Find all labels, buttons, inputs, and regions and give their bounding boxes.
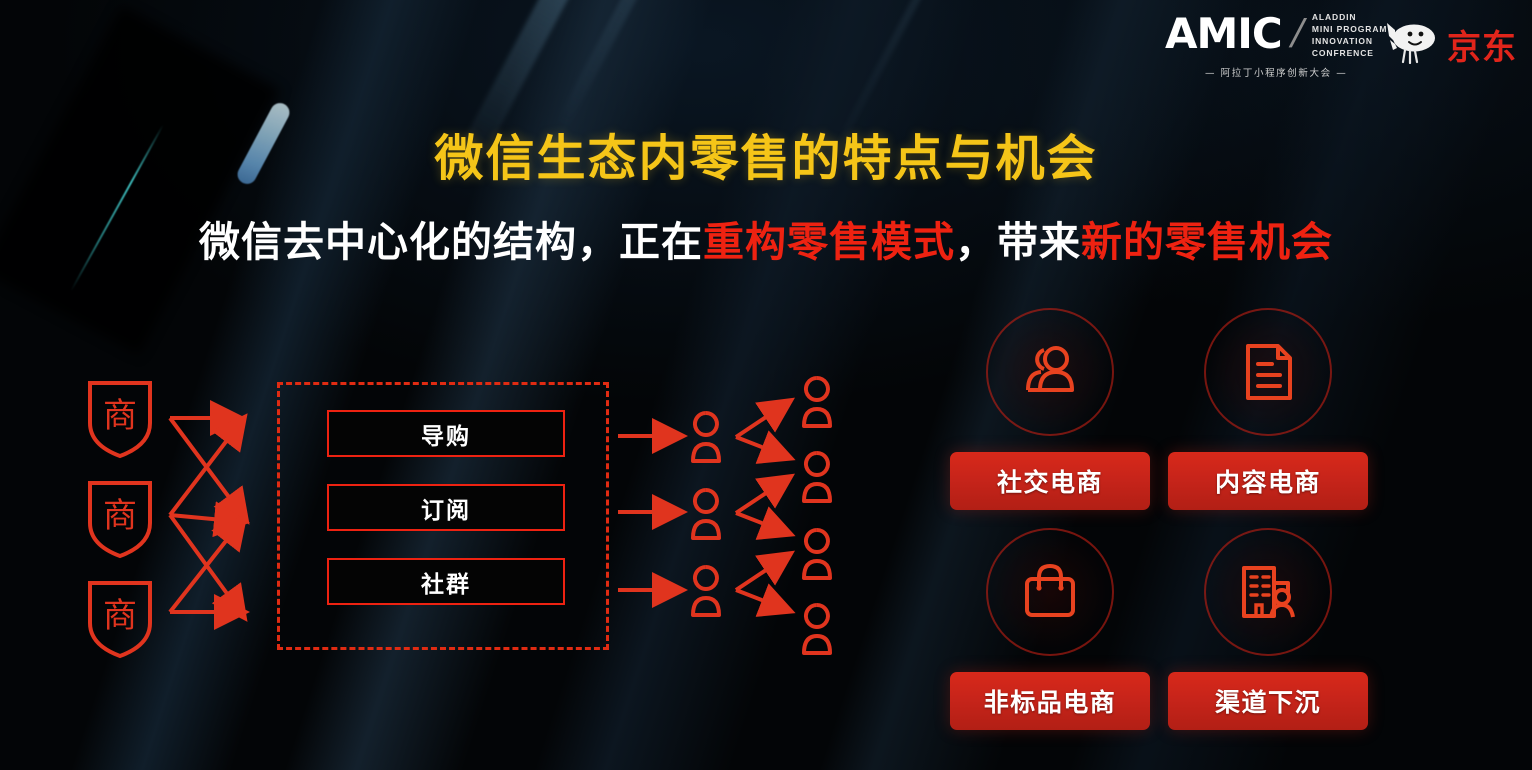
page-subtitle: 微信去中心化的结构，正在重构零售模式，带来新的零售机会 (0, 208, 1532, 268)
card-button-nonstandard[interactable]: 非标品电商 (950, 672, 1150, 730)
channel-label: 社群 (421, 571, 471, 598)
jd-wordmark: 京东 (1447, 28, 1517, 68)
person-icon (683, 408, 729, 466)
svg-text:商: 商 (103, 596, 137, 636)
opportunity-card-content[interactable]: 内容电商 (1168, 308, 1368, 510)
amic-line-4: CONFRENCE (1311, 48, 1374, 59)
channel-box-daogou[interactable]: 导购 (327, 410, 565, 457)
svg-text:商: 商 (103, 496, 137, 536)
card-label: 非标品电商 (983, 688, 1117, 717)
card-button-content[interactable]: 内容电商 (1168, 452, 1368, 510)
wechat-channel-group: 导购 订阅 社群 (277, 382, 609, 650)
amic-subtitle-lines: ALADDIN MINI PROGRAM INNOVATION CONFRENC… (1312, 8, 1388, 59)
page-title: 微信生态内零售的特点与机会 (434, 130, 1098, 187)
opportunity-card-grid: 社交电商 内容电商 (940, 300, 1400, 750)
subtitle-part-1: 微信去中心化的结构，正在 (199, 218, 703, 266)
jd-logo: 京东 (1383, 20, 1517, 69)
slide-header: AMIC / ALADDIN MINI PROGRAM INNOVATION C… (0, 0, 1532, 92)
channel-box-dingyue[interactable]: 订阅 (327, 484, 565, 531)
subtitle-highlight-2: 新的零售机会 (1081, 218, 1333, 266)
person-icon (794, 448, 840, 506)
card-label: 渠道下沉 (1214, 688, 1321, 717)
card-label: 内容电商 (1214, 468, 1321, 497)
channel-box-shequn[interactable]: 社群 (327, 558, 565, 605)
amic-line-1: ALADDIN (1311, 12, 1357, 22)
card-label: 社交电商 (996, 468, 1103, 497)
retail-flow-diagram: 商 商 商 (0, 300, 900, 720)
document-icon (1204, 308, 1332, 436)
channel-label: 导购 (421, 423, 471, 450)
svg-text:商: 商 (103, 396, 137, 436)
person-icon (683, 562, 729, 620)
shield-merchant-icon: 商 (84, 475, 156, 561)
logo-divider-icon: / (1286, 11, 1309, 56)
amic-line-3: INNOVATION (1311, 36, 1373, 47)
dog-mascot-icon (1383, 20, 1441, 69)
shield-merchant-icon: 商 (84, 575, 156, 661)
card-button-channel[interactable]: 渠道下沉 (1168, 672, 1368, 730)
opportunity-card-channel[interactable]: 渠道下沉 (1168, 528, 1368, 730)
person-icon (794, 373, 840, 431)
two-people-icon (986, 308, 1114, 436)
person-icon (683, 485, 729, 543)
amic-chinese-subtitle: — 阿拉丁小程序创新大会 — (1204, 68, 1348, 80)
channel-label: 订阅 (421, 497, 471, 524)
opportunity-card-nonstandard[interactable]: 非标品电商 (950, 528, 1150, 730)
subtitle-highlight-1: 重构零售模式 (703, 218, 955, 266)
card-button-social[interactable]: 社交电商 (950, 452, 1150, 510)
building-person-icon (1204, 528, 1332, 656)
person-icon (794, 525, 840, 583)
shopping-bag-icon (986, 528, 1114, 656)
subtitle-part-2: ，带来 (955, 218, 1081, 266)
amic-wordmark: AMIC (1165, 8, 1283, 58)
person-icon (794, 600, 840, 658)
opportunity-card-social[interactable]: 社交电商 (950, 308, 1150, 510)
shield-merchant-icon: 商 (84, 375, 156, 461)
amic-logo: AMIC / ALADDIN MINI PROGRAM INNOVATION C… (1165, 8, 1388, 80)
amic-line-2: MINI PROGRAM (1311, 24, 1388, 35)
